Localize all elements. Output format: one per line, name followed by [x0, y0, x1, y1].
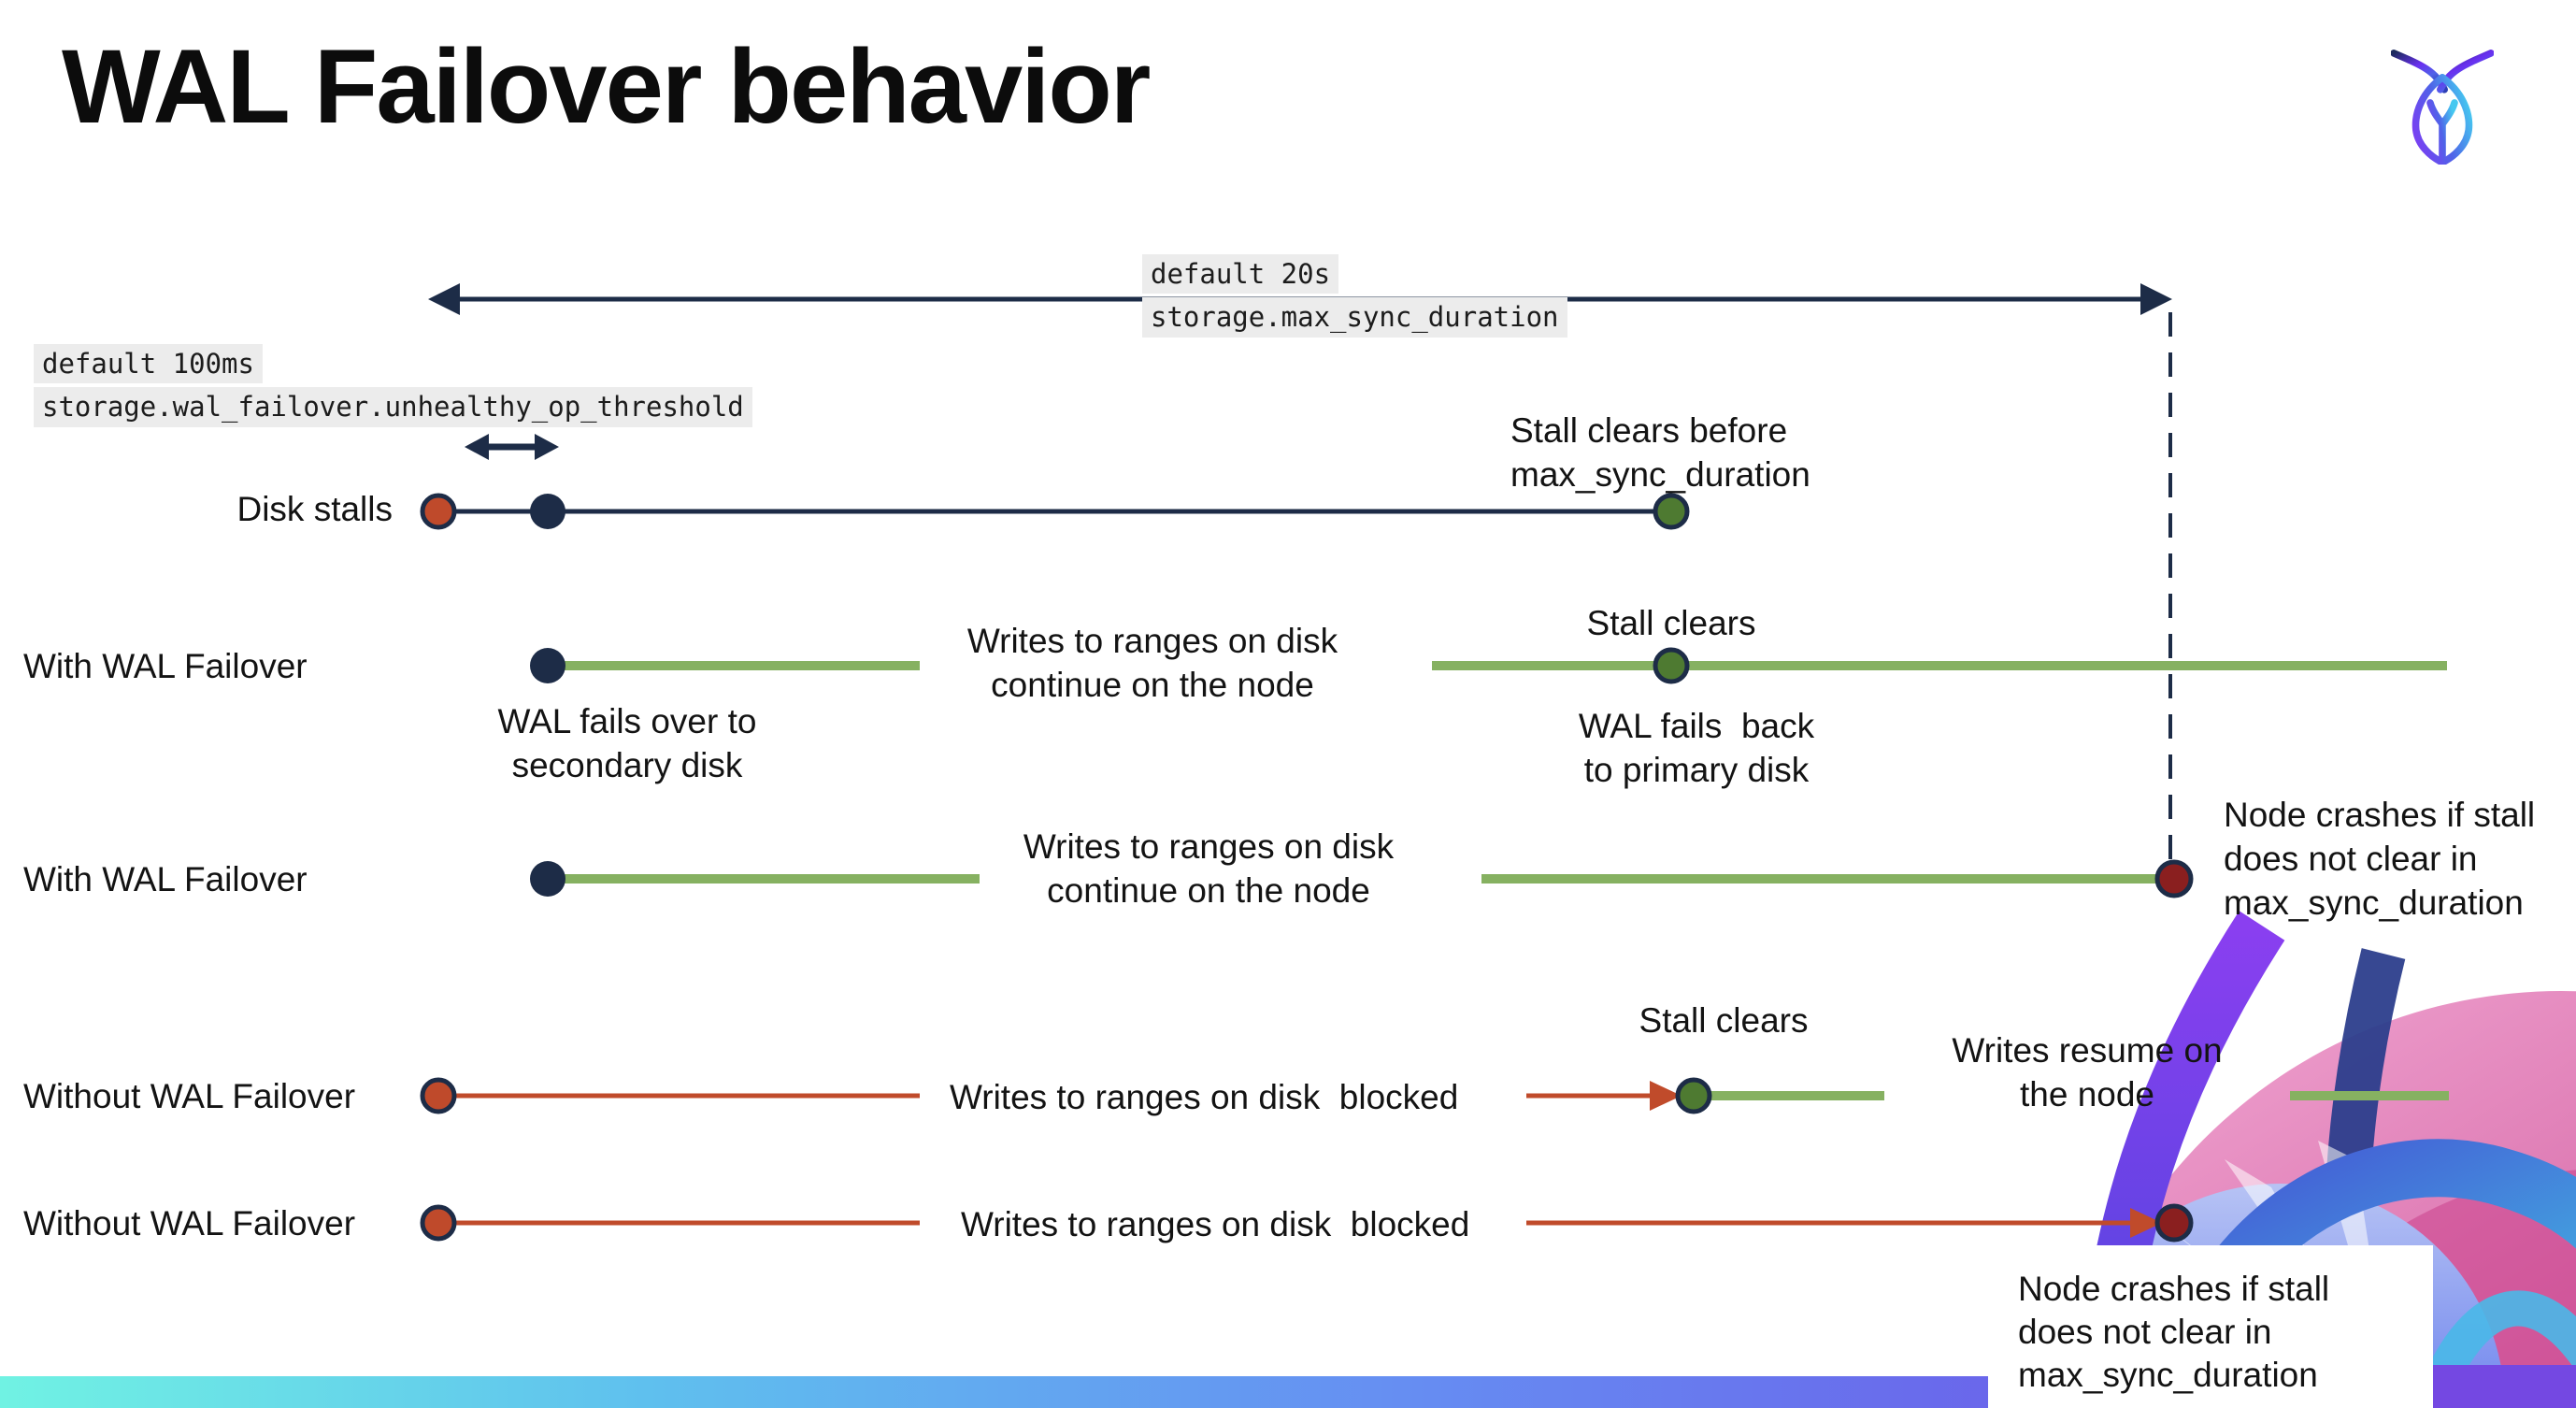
max-sync-default-label: default 20s: [1142, 254, 1339, 295]
note-wal-fails-over: WAL fails over to secondary disk: [497, 702, 757, 784]
stall-clears-dot: [1653, 493, 1690, 530]
row-label-with-wal-failover-2: With WAL Failover: [23, 860, 308, 898]
row-label-with-wal-failover-1: With WAL Failover: [23, 647, 308, 685]
note-stall-clears-1: Stall clears: [1586, 604, 1756, 642]
note-stall-clears-2: Stall clears: [1639, 1001, 1809, 1040]
node-crash-dot-2: [2154, 1203, 2194, 1243]
page-title: WAL Failover behavior: [62, 28, 1151, 145]
arrowhead-right: [2140, 283, 2172, 315]
threshold-setting-label: storage.wal_failover.unhealthy_op_thresh…: [34, 387, 752, 427]
note-stall-clears-before: Stall clears before max_sync_duration: [1510, 411, 1810, 494]
failover-dot: [530, 648, 565, 683]
note-writes-continue-2: Writes to ranges on disk continue on the…: [1023, 827, 1395, 910]
stall-clears-dot-2: [1675, 1077, 1712, 1114]
note-writes-blocked-2: Writes to ranges on disk blocked: [961, 1205, 1470, 1243]
row-disk-stalls-line: [420, 493, 1690, 530]
note-writes-blocked-1: Writes to ranges on disk blocked: [950, 1078, 1459, 1116]
disk-stall-start-dot: [420, 493, 457, 530]
blocked-arrowhead: [1650, 1081, 1682, 1111]
arrowhead-left: [428, 283, 460, 315]
logo-y-stem: [2426, 99, 2458, 164]
row-without-failover-2-line: [420, 1203, 2194, 1243]
row-without-failover-1-line: [420, 1077, 2449, 1114]
logo-antenna-right: [2437, 50, 2494, 93]
row-label-without-wal-failover-2: Without WAL Failover: [23, 1204, 356, 1243]
cockroachdb-logo: [2391, 50, 2494, 165]
row-with-failover-2-line: [530, 859, 2194, 898]
unhealthy-op-threshold-arrow: [465, 434, 559, 460]
row-label-without-wal-failover-1: Without WAL Failover: [23, 1077, 356, 1115]
failover-threshold-dot: [530, 494, 565, 529]
crash-arrowhead: [2130, 1208, 2162, 1238]
failover-dot-2: [530, 861, 565, 897]
threshold-default-label: default 100ms: [34, 344, 263, 384]
note-node-crash-box: Node crashes if stall does not clear in …: [2018, 1270, 2330, 1394]
blocked-start-dot-2: [420, 1204, 457, 1242]
fails-back-dot: [1653, 647, 1690, 684]
node-crash-dot: [2154, 859, 2194, 898]
blocked-start-dot: [420, 1077, 457, 1114]
note-wal-fails-back: WAL fails back to primary disk: [1578, 707, 1815, 789]
max-sync-setting-label: storage.max_sync_duration: [1142, 297, 1567, 338]
node-crash-label-box: [1988, 1245, 2433, 1408]
note-writes-resume: Writes resume on the node: [1952, 1031, 2223, 1113]
note-writes-continue-1: Writes to ranges on disk continue on the…: [966, 622, 1338, 704]
note-node-crash-right: Node crashes if stall does not clear in …: [2224, 796, 2536, 922]
row-label-disk-stalls: Disk stalls: [236, 490, 393, 528]
row-with-failover-1-line: [530, 647, 2447, 684]
